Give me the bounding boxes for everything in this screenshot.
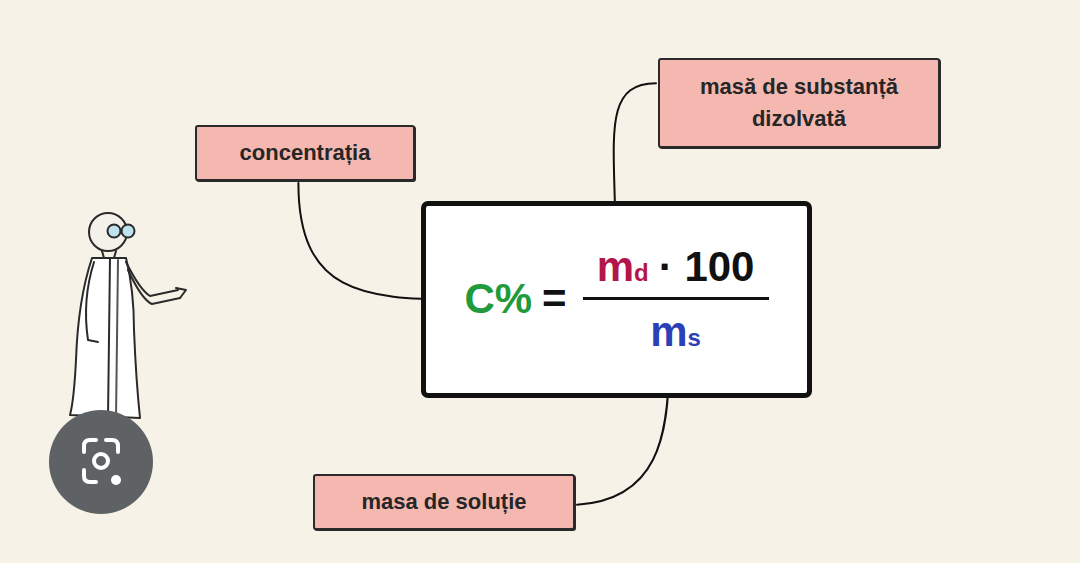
formula-subscript: d bbox=[634, 259, 649, 287]
formula-symbol: m bbox=[650, 308, 687, 356]
lens-icon bbox=[49, 410, 153, 514]
formula-box: C%=md· 100ms bbox=[421, 201, 812, 398]
label-box: concentrația bbox=[195, 125, 415, 181]
label-text: concentrația bbox=[240, 137, 371, 169]
formula-subscript: s bbox=[688, 324, 701, 352]
formula-left: C%= bbox=[464, 275, 566, 323]
label-text: masa de soluție bbox=[361, 486, 526, 518]
formula-number: · 100 bbox=[659, 243, 755, 291]
fraction-bar bbox=[583, 297, 769, 300]
formula-symbol: m bbox=[597, 243, 634, 291]
label-box: masă de substanță dizolvată bbox=[658, 58, 940, 148]
formula-symbol: C% bbox=[464, 275, 532, 323]
equals-sign: = bbox=[542, 275, 567, 323]
label-box: masa de soluție bbox=[313, 474, 575, 530]
numerator: md · 100 bbox=[597, 243, 755, 291]
fraction: md· 100ms bbox=[583, 243, 769, 357]
label-text: masă de substanță dizolvată bbox=[676, 71, 922, 135]
denominator: ms bbox=[650, 308, 701, 356]
